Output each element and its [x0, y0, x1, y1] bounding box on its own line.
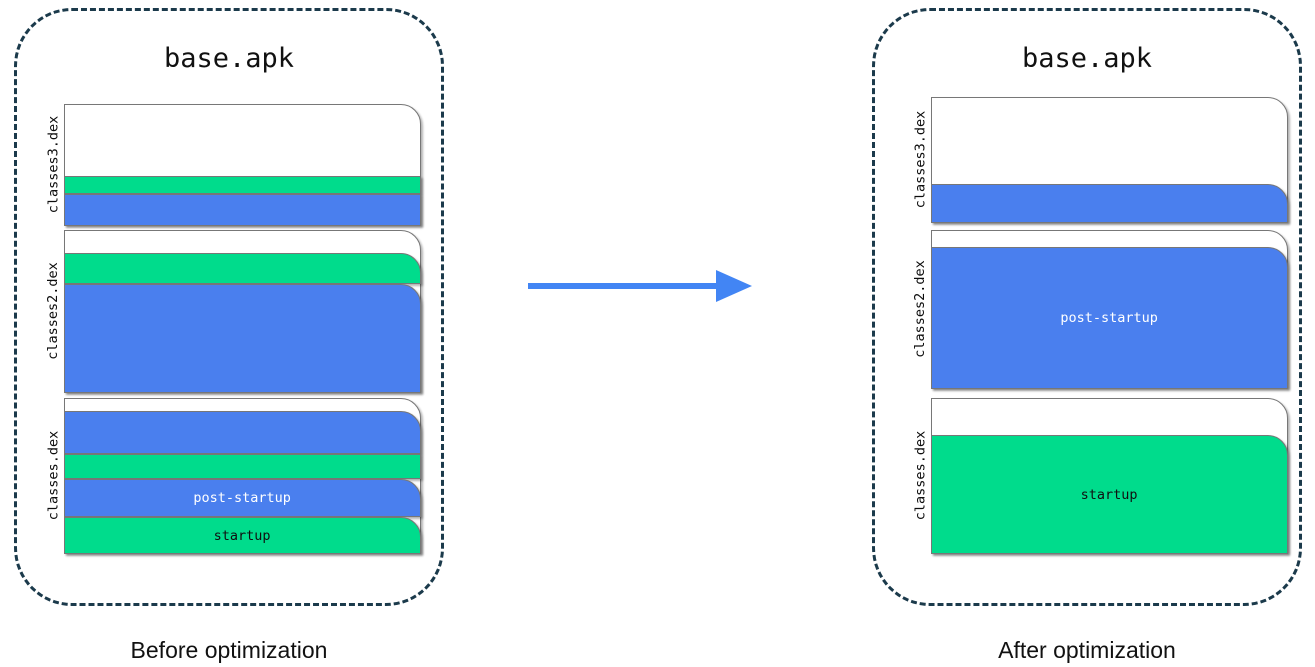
segment-startup-labeled: startup — [930, 435, 1288, 554]
segment-post-startup-labeled: post-startup — [930, 247, 1288, 389]
dex-box-classes3-after — [930, 97, 1288, 223]
dex-box-classes2-after: post-startup — [930, 230, 1288, 389]
transform-arrow — [520, 262, 760, 310]
caption-after-optimization: After optimization — [998, 637, 1176, 663]
panel-before-optimization: base.apk — [14, 8, 444, 606]
apk-title-after: base.apk — [1021, 43, 1153, 74]
segment-startup — [63, 454, 421, 479]
segment-post-startup — [930, 184, 1288, 223]
segment-post-startup-labeled: post-startup — [63, 479, 421, 517]
segment-startup — [63, 253, 421, 284]
segment-startup-labeled: startup — [63, 517, 421, 554]
segment-post-startup — [63, 194, 421, 226]
dex-box-classes-after: startup — [930, 398, 1288, 554]
dex-box-classes3-before — [63, 104, 421, 226]
panel-after-optimization: base.apk — [872, 8, 1302, 606]
dex-box-classes-before: post-startup startup — [63, 398, 421, 554]
segment-startup — [63, 176, 421, 194]
segment-post-startup — [63, 284, 421, 393]
apk-title-before: base.apk — [163, 43, 295, 74]
caption-before-optimization: Before optimization — [130, 637, 328, 663]
right-arrow-icon — [528, 270, 752, 302]
dex-box-classes2-before — [63, 230, 421, 393]
segment-post-startup — [63, 411, 421, 454]
